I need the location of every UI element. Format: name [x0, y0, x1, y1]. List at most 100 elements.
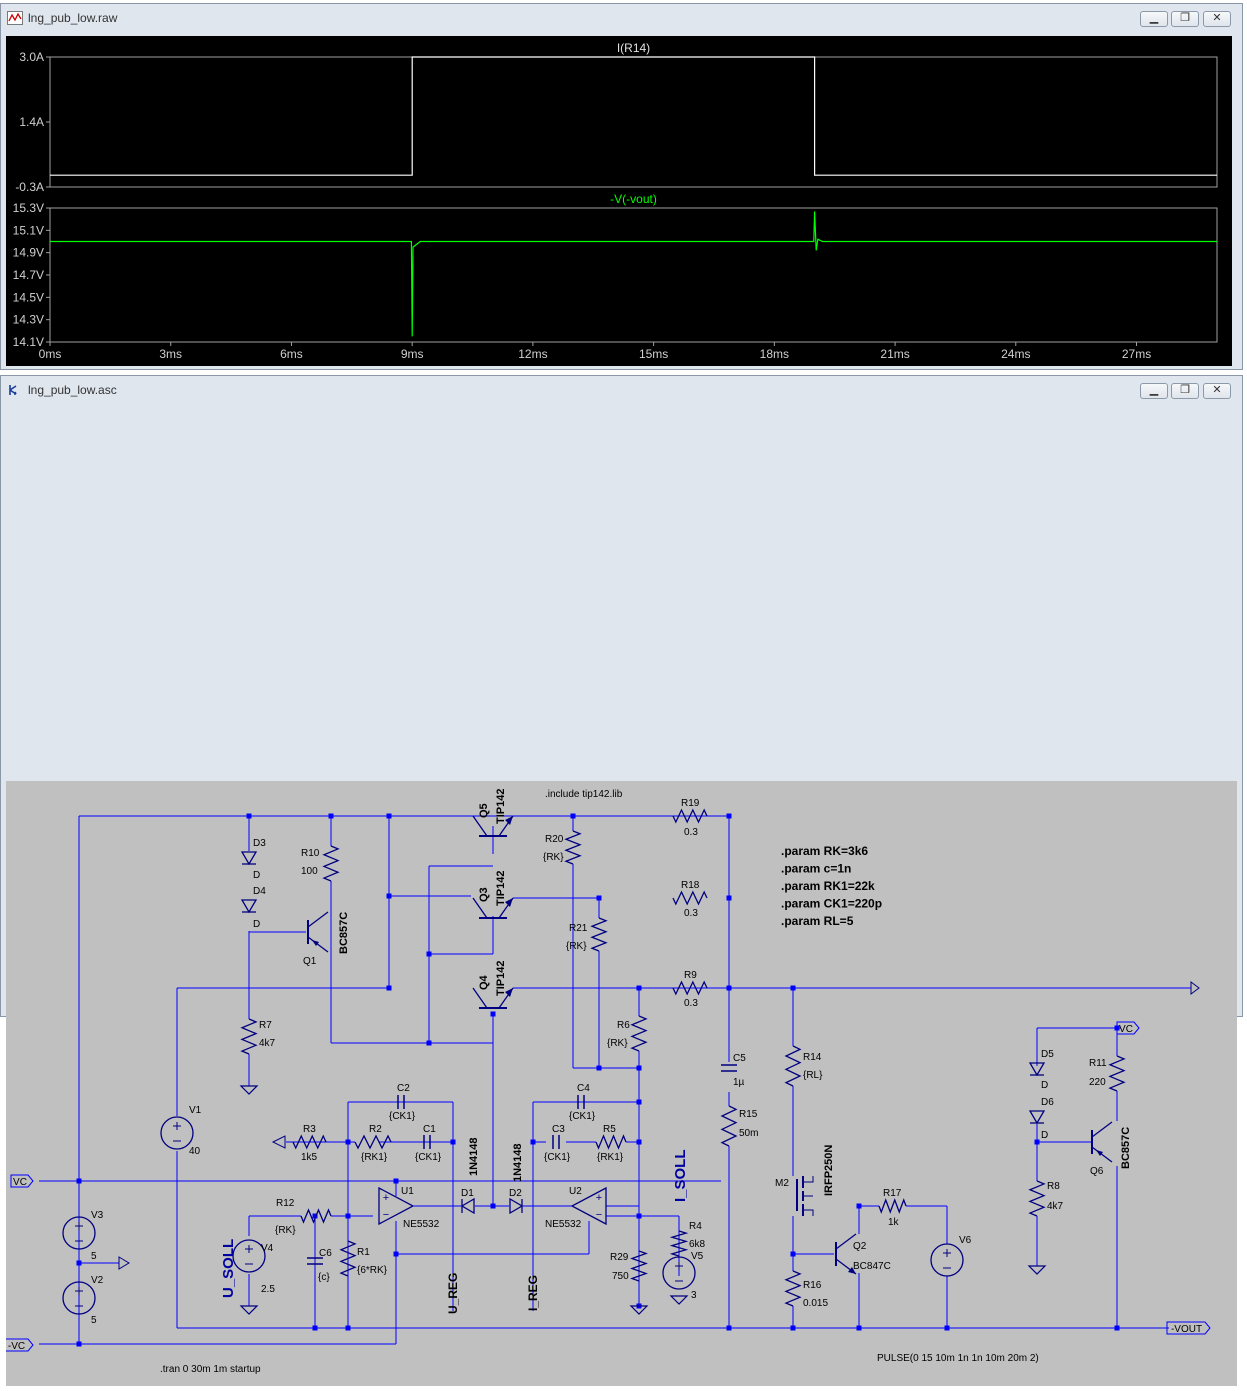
label: R8	[1047, 1181, 1060, 1192]
diode-d2[interactable]	[509, 1197, 524, 1215]
diode-d3[interactable]	[240, 851, 258, 866]
junction-dot	[490, 1011, 496, 1017]
net-tag-text: VC	[13, 1177, 27, 1188]
resistor-r14[interactable]	[784, 1045, 802, 1087]
q3-model: TIP142	[495, 871, 507, 906]
minimize-icon: ▁	[1149, 12, 1159, 24]
transistor-arrow	[505, 898, 513, 907]
label: R18	[681, 880, 700, 891]
resistor-body	[720, 1105, 738, 1147]
resistor-r1[interactable]	[339, 1240, 357, 1277]
waveform-plot[interactable]: I(R14)3.0A1.4A-0.3A-V(-vout)15.3V15.1V14…	[6, 36, 1232, 366]
label: 1k	[888, 1217, 900, 1228]
waveform-minimize-button[interactable]: ▁	[1140, 11, 1168, 27]
waveform-window-title: lng_pub_low.raw	[28, 11, 118, 25]
label: D1	[461, 1188, 474, 1199]
waveform-restore-button[interactable]: ❐	[1171, 11, 1199, 27]
junction-dot	[426, 951, 432, 957]
resistor-r6[interactable]	[630, 1015, 648, 1052]
mosfet-m2[interactable]	[796, 1176, 814, 1216]
diode-d4[interactable]	[240, 899, 258, 914]
transistor-arrow	[505, 816, 513, 825]
label: 50m	[739, 1128, 758, 1139]
net-label-vc-right[interactable]: VC	[1116, 1021, 1140, 1035]
junction-dot	[596, 1065, 602, 1071]
resistor-body	[672, 808, 708, 824]
voltage-source-v1[interactable]	[160, 1116, 194, 1150]
trace-v-vout[interactable]	[50, 211, 1217, 337]
resistor-r5[interactable]	[595, 1134, 627, 1150]
resistor-r16[interactable]	[784, 1270, 802, 1307]
resistor-r17[interactable]	[878, 1198, 907, 1214]
resistor-body	[292, 1134, 327, 1150]
resistor-body	[784, 1045, 802, 1087]
spice-param-directive: .param CK1=220p	[781, 897, 882, 911]
resistor-r11[interactable]	[1108, 1055, 1126, 1092]
label: R12	[276, 1198, 295, 1209]
transistor-q1[interactable]	[297, 911, 333, 953]
resistor-r21[interactable]	[590, 917, 608, 952]
resistor-r19[interactable]	[672, 808, 708, 824]
waveform-titlebar[interactable]: lng_pub_low.raw ▁ ❐ ✕	[1, 4, 1242, 32]
transistor-collector	[472, 897, 488, 919]
capacitor-c3[interactable]	[552, 1135, 560, 1149]
label: C2	[397, 1083, 410, 1094]
voltage-source-v6[interactable]	[930, 1243, 964, 1277]
q5-model: TIP142	[495, 789, 507, 824]
capacitor-c5[interactable]	[721, 1064, 737, 1072]
resistor-r4[interactable]	[669, 1230, 689, 1257]
spice-include-directive: .include tip142.lib	[545, 789, 623, 800]
resistor-r10[interactable]	[322, 845, 340, 882]
resistor-r20[interactable]	[564, 830, 582, 865]
transistor-collector	[1091, 1121, 1113, 1138]
label: {6*RK}	[357, 1265, 388, 1276]
transistor-q4[interactable]	[472, 987, 514, 1009]
resistor-r12[interactable]	[300, 1208, 332, 1224]
label: R4	[689, 1221, 702, 1232]
transistor-q5[interactable]	[472, 815, 514, 837]
schematic-close-button[interactable]: ✕	[1203, 383, 1231, 399]
label: R14	[803, 1052, 822, 1063]
diode-d6[interactable]	[1028, 1110, 1046, 1125]
net-label-u-soll: U_SOLL	[220, 1239, 237, 1298]
label: R15	[739, 1109, 758, 1120]
net-label-neg-vout[interactable]: -VOUT	[1166, 1321, 1211, 1335]
resistor-body	[300, 1208, 332, 1224]
trace-i-r14[interactable]	[50, 56, 1217, 176]
schematic-titlebar[interactable]: lng_pub_low.asc ▁ ❐ ✕	[1, 376, 1242, 404]
transistor-collector	[307, 911, 329, 928]
resistor-r8[interactable]	[1028, 1180, 1046, 1217]
junction-dot	[636, 985, 642, 991]
label: R1	[357, 1247, 370, 1258]
resistor-r2[interactable]	[354, 1134, 392, 1150]
y-tick-label: 14.9V	[13, 246, 44, 260]
y-tick-label: 15.1V	[13, 223, 44, 237]
x-tick-label: 18ms	[760, 347, 789, 361]
resistor-r9[interactable]	[672, 980, 708, 996]
schematic-restore-button[interactable]: ❐	[1171, 383, 1199, 399]
junction-dot	[76, 1341, 82, 1347]
resistor-r18[interactable]	[672, 890, 708, 906]
net-label-vc[interactable]: VC	[10, 1174, 34, 1188]
resistor-r7[interactable]	[240, 1018, 258, 1055]
junction-dot	[345, 1213, 351, 1219]
resistor-body	[354, 1134, 392, 1150]
transistor-arrow	[312, 940, 319, 946]
waveform-close-button[interactable]: ✕	[1203, 11, 1231, 27]
resistor-r3[interactable]	[292, 1134, 327, 1150]
transistor-q3[interactable]	[472, 897, 514, 919]
resistor-body	[590, 917, 608, 952]
diode-d1[interactable]	[460, 1197, 475, 1215]
label: {RK}	[566, 941, 587, 952]
net-label-neg-vc[interactable]: -VC	[3, 1338, 34, 1352]
junction-dot	[790, 1325, 796, 1331]
label: R3	[303, 1124, 316, 1135]
wires	[39, 813, 1191, 1347]
resistor-r29[interactable]	[630, 1250, 648, 1282]
junction-dot	[386, 893, 392, 899]
schematic-minimize-button[interactable]: ▁	[1140, 383, 1168, 399]
resistor-r15[interactable]	[720, 1105, 738, 1147]
